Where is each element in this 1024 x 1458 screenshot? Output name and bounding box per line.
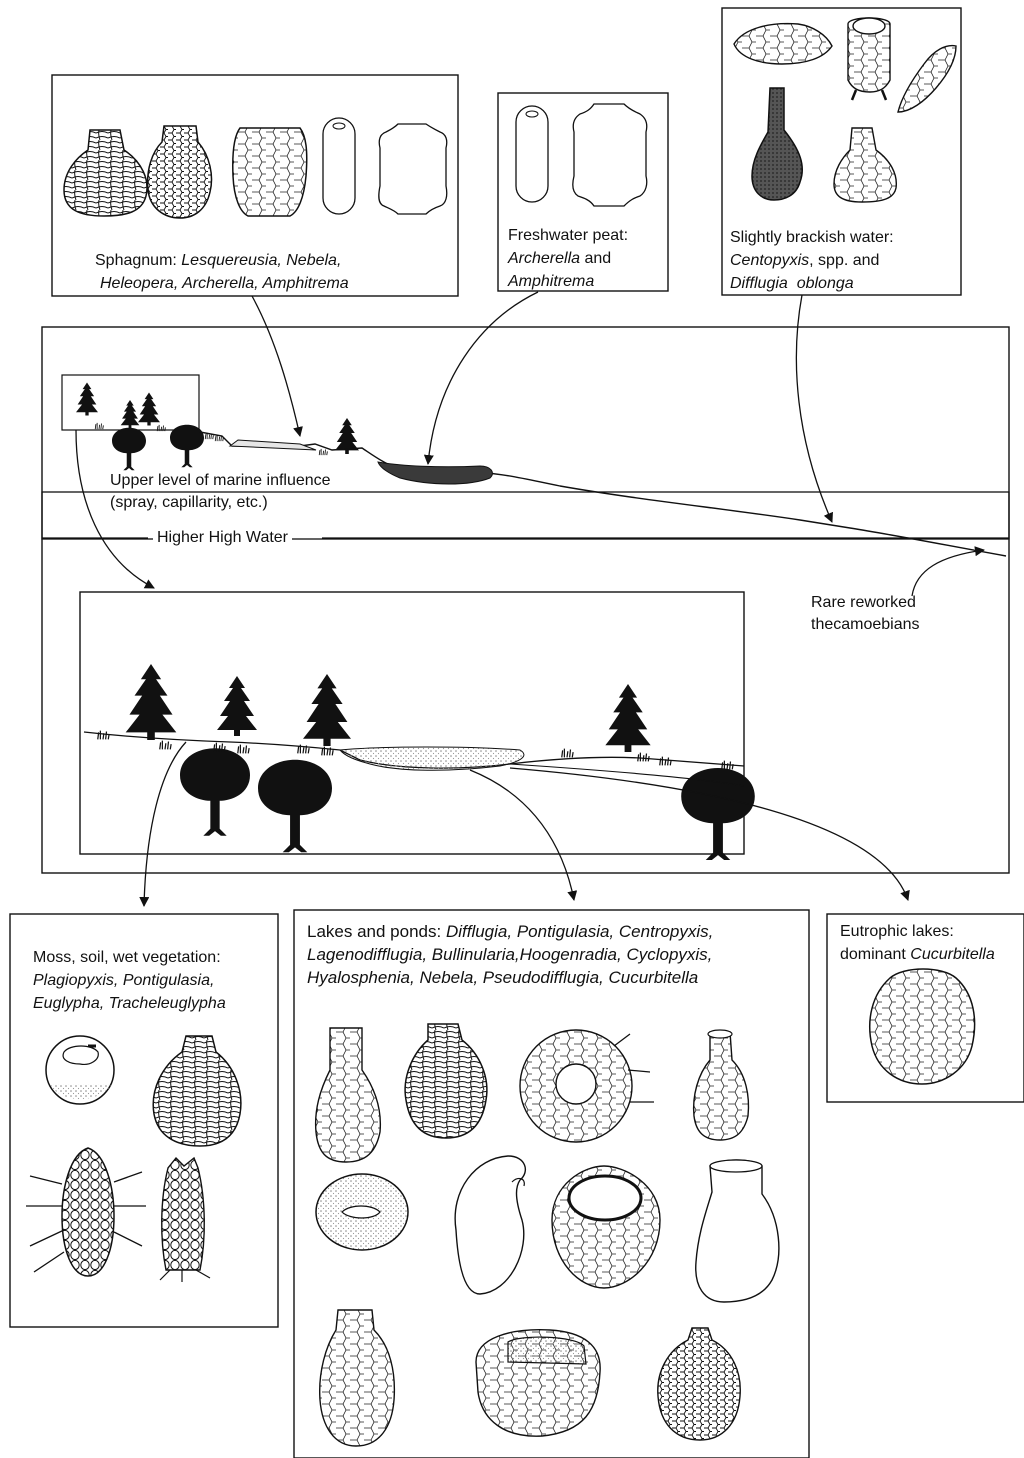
forest-detail-box [80, 592, 744, 854]
sphagnum-taxa-1: Lesquereusia, Nebela, [181, 252, 341, 269]
brackish-specimens [734, 18, 956, 202]
marine-influence-line-1: Upper level of marine influence [110, 472, 331, 489]
peat-pond [378, 462, 492, 484]
moss-taxa-1: Plagiopyxis, Pontigulasia, [33, 972, 214, 989]
brackish-caption: Slightly brackish water: Centopyxis, spp… [730, 226, 960, 295]
eutrophic-caption: Eutrophic lakes: dominant Cucurbitella [840, 920, 1024, 966]
eutrophic-caption-lead: Eutrophic lakes: [840, 923, 954, 940]
arrow-brackish [796, 295, 832, 522]
arrow-moss [144, 742, 186, 906]
moss-caption: Moss, soil, wet vegetation: Plagiopyxis,… [33, 946, 277, 1015]
brackish-taxon-2: Difflugia oblonga [730, 275, 854, 292]
peat-caption-lead: Freshwater peat: [508, 227, 628, 244]
arrow-peat [428, 292, 538, 464]
sphagnum-caption-lead: Sphagnum: [95, 252, 181, 269]
brackish-taxon-1: Centopyxis [730, 252, 809, 269]
lakes-caption-lead: Lakes and ponds: [307, 922, 446, 941]
marine-influence-label: Upper level of marine influence (spray, … [110, 470, 331, 514]
peat-caption: Freshwater peat: Archerella and Amphitre… [508, 224, 666, 293]
peat-taxon-1: Archerella [508, 250, 580, 267]
brackish-mid: , spp. and [809, 252, 879, 269]
eutrophic-prefix: dominant [840, 946, 910, 963]
rare-reworked-label: Rare reworked thecamoebians [811, 592, 920, 636]
sphagnum-specimens [64, 118, 447, 218]
peat-specimens [516, 104, 647, 206]
forest-lake [340, 747, 524, 770]
peat-and: and [580, 250, 611, 267]
lakes-specimens [316, 1024, 779, 1446]
arrow-rare-reworked [912, 550, 984, 596]
lakes-taxa-3: Hyalosphenia, Nebela, Pseudodifflugia, C… [307, 968, 698, 987]
inset-forest [76, 383, 223, 471]
rare-reworked-line-2: thecamoebians [811, 616, 920, 633]
peat-taxon-2: Amphitrema [508, 273, 594, 290]
moss-caption-lead: Moss, soil, wet vegetation: [33, 949, 221, 966]
cucurbitella-specimen [870, 969, 975, 1084]
sphagnum-caption: Sphagnum: Lesquereusia, Nebela, Heleoper… [95, 249, 455, 295]
eutrophic-taxon: Cucurbitella [910, 946, 994, 963]
marine-influence-line-2: (spray, capillarity, etc.) [110, 494, 268, 511]
lakes-taxa-1: Difflugia, Pontigulasia, Centropyxis, [446, 922, 713, 941]
sphagnum-bog [230, 440, 316, 450]
rare-reworked-line-1: Rare reworked [811, 594, 916, 611]
moss-taxa-2: Euglypha, Tracheleuglypha [33, 995, 226, 1012]
arrow-lakes [470, 770, 574, 900]
lakes-caption: Lakes and ponds: Difflugia, Pontigulasia… [307, 920, 807, 989]
sphagnum-taxa-2: Heleopera, Archerella, Amphitrema [100, 275, 349, 292]
moss-specimens [26, 1036, 241, 1282]
hhw-label: Higher High Water [153, 527, 292, 549]
lakes-taxa-2: Lagenodifflugia, Bullinularia,Hoogenradi… [307, 945, 712, 964]
brackish-caption-lead: Slightly brackish water: [730, 229, 894, 246]
arrow-sphagnum [252, 296, 300, 436]
